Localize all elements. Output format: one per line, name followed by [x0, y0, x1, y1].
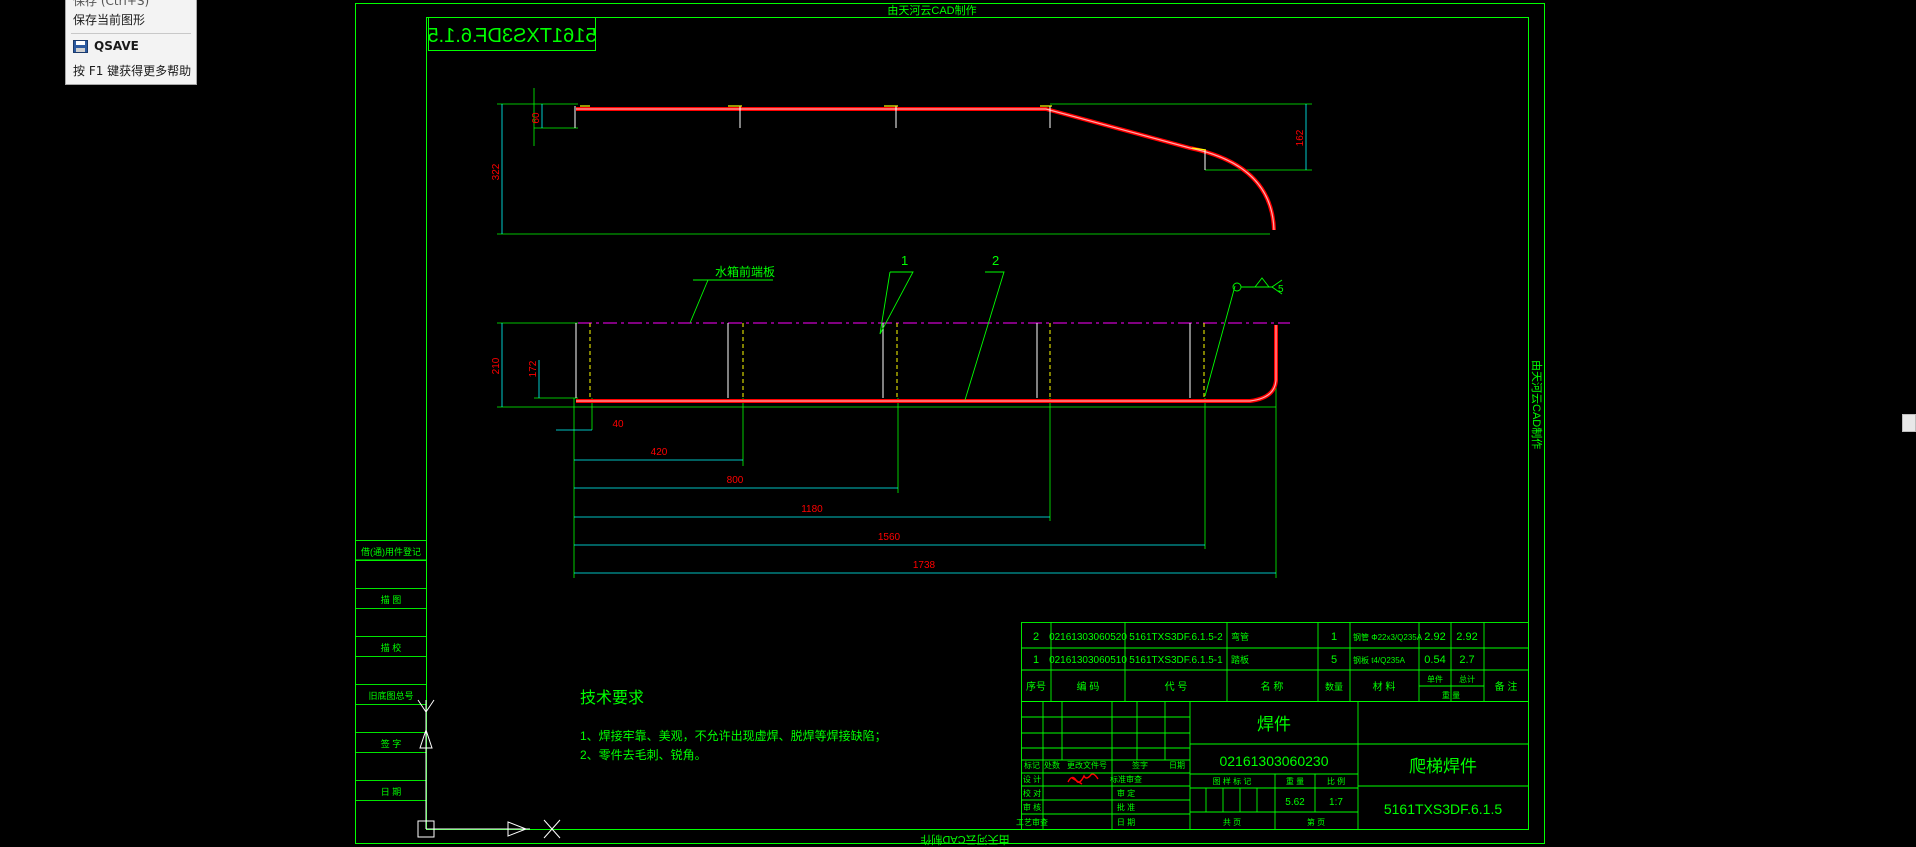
- bom-header-note: 备 注: [1495, 680, 1518, 693]
- dim-322: 322: [491, 163, 502, 180]
- tech-requirement-2: 2、零件去毛刺、锐角。: [580, 748, 707, 762]
- dim-800: 800: [727, 475, 744, 486]
- tb-label-check: 校 对: [1023, 788, 1041, 798]
- bom-header-no: 序号: [1026, 680, 1046, 693]
- bom-row-1-qty: 5: [1331, 654, 1337, 666]
- bom-row-1-no: 1: [1033, 654, 1039, 666]
- left-col-cell-4: 旧底图总号: [368, 690, 413, 701]
- tb-label-date: 日期: [1169, 761, 1185, 770]
- dim-210: 210: [491, 357, 502, 374]
- tb-label-review: 审 核: [1023, 802, 1041, 812]
- dim-172: 172: [528, 360, 539, 377]
- bom-row-2-unit: 2.92: [1424, 631, 1445, 643]
- leader-part-2: 2: [992, 253, 999, 268]
- bom-header-total: 总计: [1459, 674, 1475, 684]
- bom-row-2-name: 弯管: [1231, 631, 1249, 642]
- tooltip-description: 保存当前图形: [73, 13, 146, 27]
- tb-label-scale: 比 例: [1327, 776, 1345, 786]
- bom-row-1-name: 踏板: [1231, 654, 1249, 665]
- mirrored-code-box: [428, 17, 596, 51]
- leader-plate-label: 水箱前端板: [715, 264, 775, 279]
- dim-1180: 1180: [801, 504, 823, 515]
- bom-header-name: 名 称: [1261, 680, 1284, 693]
- tb-label-approve: 批 准: [1117, 802, 1135, 812]
- weld-size-label: 5: [1278, 284, 1284, 295]
- tb-label-date2: 日 期: [1117, 818, 1135, 827]
- bom-row-1-code: 02161303060510: [1049, 655, 1127, 666]
- bom-header-weight: 重 量: [1442, 690, 1460, 700]
- ucs-icon: [417, 699, 561, 839]
- dim-1738: 1738: [913, 560, 936, 571]
- tb-label-std: 标准审查: [1110, 774, 1142, 784]
- tb-weight-value: 5.62: [1285, 797, 1305, 808]
- left-column-table: [355, 540, 427, 801]
- inner-frame: [426, 17, 1529, 830]
- leader-part-1: 1: [901, 253, 908, 268]
- tb-label-weight: 重 量: [1286, 776, 1304, 786]
- tb-label-design: 设 计: [1023, 774, 1041, 784]
- left-col-cell-5: 签 字: [381, 738, 402, 749]
- left-col-cell-2: 描 图: [381, 594, 402, 605]
- bom-row-1-material: 钢板 t4/Q235A: [1353, 655, 1406, 665]
- bom-header-drawing: 代 号: [1165, 681, 1188, 693]
- tb-label-count: 处数: [1044, 760, 1060, 770]
- tb-label-sign: 签字: [1132, 760, 1148, 770]
- tb-label-sheet-no: 第 页: [1307, 817, 1325, 827]
- qsave-tooltip: 保存 (Ctrl+S) 保存当前图形 QSAVE 按 F1 键获得更多帮助: [65, 0, 197, 85]
- dim-40: 40: [612, 419, 624, 430]
- title-block: [1021, 701, 1529, 830]
- designer-signature: [1067, 773, 1099, 785]
- tb-drawing-no: 5161TXS3DF.6.1.5: [1384, 801, 1503, 817]
- bom-row-1-drawing: 5161TXS3DF.6.1.5-1: [1129, 655, 1223, 666]
- mirrored-drawing-code: 5161TXS3DF.6.1.5: [428, 25, 597, 47]
- bom-row-1-total: 2.7: [1459, 654, 1474, 666]
- left-col-cell-6: 日 期: [381, 787, 402, 797]
- tb-label-change: 更改文件号: [1067, 760, 1107, 770]
- dim-162: 162: [1295, 129, 1306, 146]
- bom-header-qty: 数量: [1325, 681, 1343, 692]
- left-col-cell-1: 借(通)用件登记: [361, 546, 421, 557]
- bom-header-material: 材 料: [1373, 680, 1396, 693]
- tb-label-process: 工艺审查: [1016, 817, 1048, 827]
- tooltip-help-hint: 按 F1 键获得更多帮助: [73, 64, 192, 78]
- bom-row-2-code: 02161303060520: [1049, 632, 1127, 643]
- dim-60: 60: [531, 112, 542, 124]
- bom-row-1-unit: 0.54: [1424, 654, 1445, 666]
- bom-row-2-no: 2: [1033, 631, 1039, 643]
- bom-row-2-total: 2.92: [1456, 631, 1477, 643]
- tooltip-partial-title: 保存 (Ctrl+S): [73, 0, 150, 8]
- bom-header-code: 编 码: [1077, 680, 1100, 693]
- tb-label-audit: 审 定: [1117, 788, 1135, 798]
- tb-type: 焊件: [1257, 715, 1291, 734]
- save-icon: [73, 40, 88, 53]
- plan-view: 5 水箱前端板 1 2 210 172 40 420 800 1180 1560…: [491, 253, 1290, 578]
- bom-row-2-qty: 1: [1331, 631, 1337, 643]
- tech-requirement-1: 1、焊接牢靠、美观，不允许出现虚焊、脱焊等焊接缺陷；: [580, 728, 887, 743]
- tooltip-command-name: QSAVE: [94, 39, 139, 53]
- dim-420: 420: [651, 447, 668, 458]
- tooltip-separator: [71, 33, 191, 34]
- watermark-bottom: 由天河云CAD制作: [920, 833, 1009, 847]
- tb-label-mark: 标记: [1024, 760, 1040, 770]
- watermark-right: 由天河云CAD制作: [1530, 360, 1544, 449]
- bom-header-unit: 单件: [1427, 674, 1443, 684]
- watermark-top: 由天河云CAD制作: [887, 3, 976, 17]
- dim-1560: 1560: [878, 532, 901, 543]
- tb-code: 02161303060230: [1219, 753, 1328, 769]
- tech-requirements-title: 技术要求: [580, 689, 644, 707]
- tb-label-sheets: 共 页: [1223, 818, 1241, 827]
- bom-row-2-material: 钢管 Φ22x3/Q235A: [1353, 632, 1423, 642]
- left-col-cell-3: 描 校: [381, 642, 402, 653]
- tb-label-stage: 图 样 标 记: [1213, 776, 1252, 786]
- vertical-scrollbar-thumb[interactable]: [1902, 414, 1916, 432]
- top-view: 322 60 162: [491, 88, 1312, 235]
- bom-row-2-drawing: 5161TXS3DF.6.1.5-2: [1129, 632, 1223, 643]
- tb-scale-value: 1:7: [1329, 797, 1343, 808]
- outer-frame: [355, 3, 1545, 844]
- tb-part-name: 爬梯焊件: [1409, 757, 1477, 776]
